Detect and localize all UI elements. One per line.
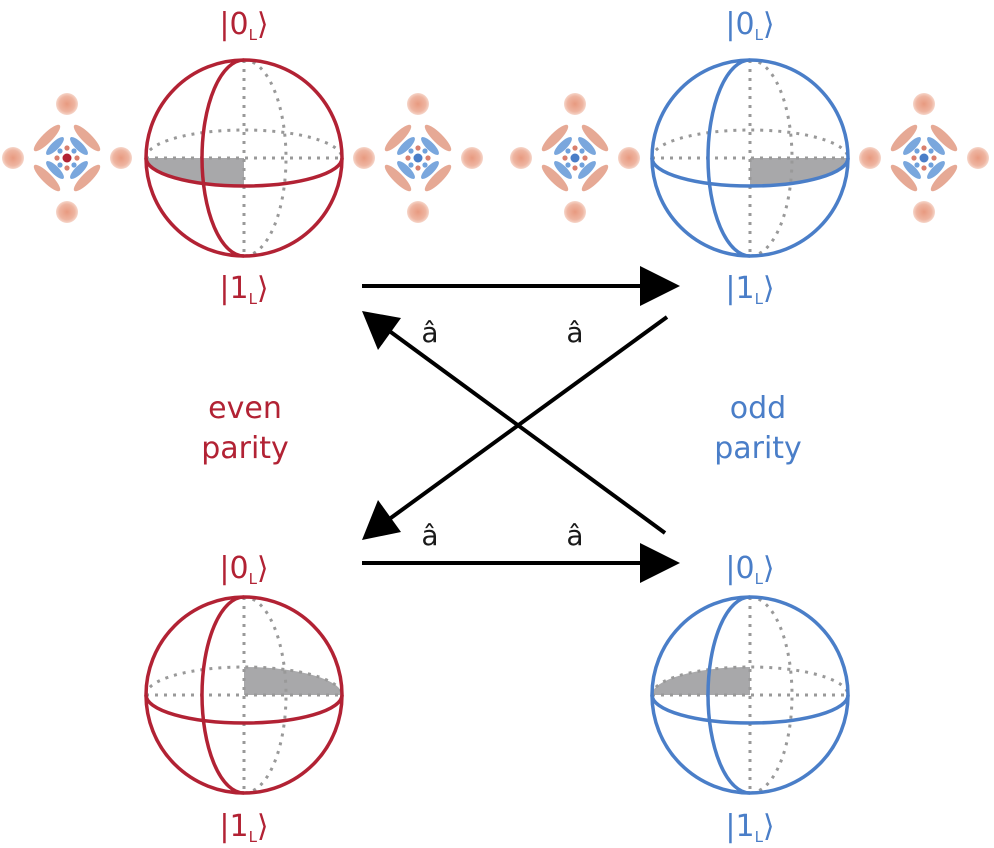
- wigner-icon-right-of-even: [353, 93, 483, 223]
- bloch-sphere-odd-top: [650, 58, 850, 258]
- arrow-diagonal-down-left: [386, 315, 669, 522]
- ket-1L-even-top: |1L⟩: [219, 271, 268, 308]
- arrowhead-up-left: [362, 311, 401, 350]
- ket-1L-even-bottom: |1L⟩: [219, 809, 268, 846]
- bloch-sphere-even-top: [144, 58, 344, 258]
- odd-parity-label-line2: parity: [714, 431, 802, 466]
- arrowhead-bottom-right: [640, 543, 680, 583]
- wigner-icon-left-of-even: [2, 93, 132, 223]
- ket-0L-even-bottom: |0L⟩: [219, 551, 268, 588]
- arrowhead-top-right: [640, 266, 680, 306]
- operator-label-3: â: [421, 519, 438, 552]
- ket-0L-odd-bottom: |0L⟩: [725, 551, 774, 588]
- arrowhead-down-left: [362, 500, 401, 540]
- bloch-sphere-odd-bottom: [650, 595, 850, 795]
- odd-parity-label: odd: [730, 391, 786, 426]
- operator-label-2: â: [566, 316, 583, 349]
- wigner-icon-left-of-odd: [510, 93, 640, 223]
- even-parity-label-line2: parity: [201, 431, 289, 466]
- even-parity-label: even: [208, 391, 282, 426]
- arrow-diagonal-up-left: [386, 328, 667, 535]
- ket-1L-odd-top: |1L⟩: [725, 271, 774, 308]
- bloch-sphere-even-bottom: [144, 595, 344, 795]
- ket-0L-even-top: |0L⟩: [219, 7, 268, 44]
- ket-0L-odd-top: |0L⟩: [725, 7, 774, 44]
- ket-1L-odd-bottom: |1L⟩: [725, 809, 774, 846]
- wigner-icon-right-of-odd: [859, 93, 989, 223]
- operator-label-1: â: [421, 316, 438, 349]
- operator-label-4: â: [566, 519, 583, 552]
